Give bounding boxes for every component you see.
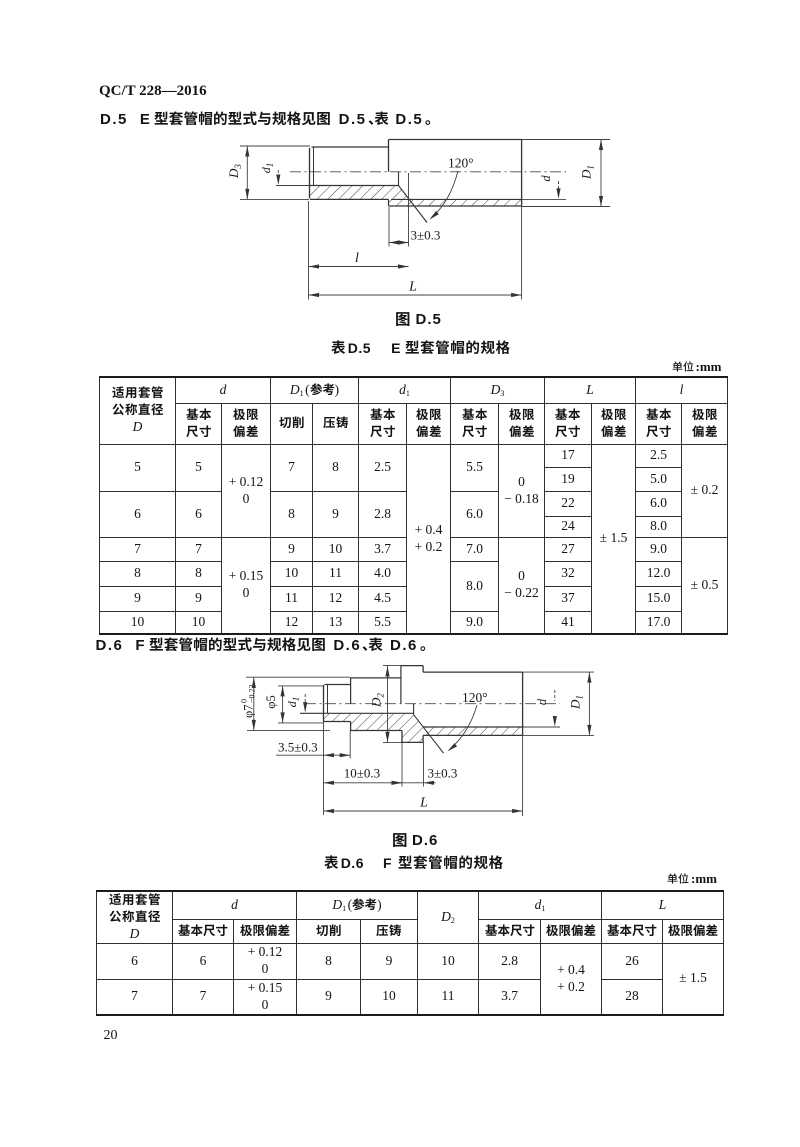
svg-text:D1: D1 bbox=[568, 695, 585, 710]
svg-text:120°: 120° bbox=[448, 156, 474, 171]
svg-text:10±0.3: 10±0.3 bbox=[344, 766, 380, 781]
svg-text:φ7: φ7 bbox=[242, 705, 256, 718]
svg-text:L: L bbox=[408, 280, 417, 295]
svg-text:120°: 120° bbox=[462, 690, 488, 705]
svg-text:3±0.3: 3±0.3 bbox=[428, 766, 458, 781]
svg-text:d: d bbox=[539, 175, 553, 182]
svg-text:0: 0 bbox=[240, 699, 249, 703]
svg-text:d1: d1 bbox=[259, 163, 275, 174]
svg-text:l: l bbox=[355, 251, 359, 266]
svg-text:φ5: φ5 bbox=[264, 695, 278, 708]
svg-text:D2: D2 bbox=[369, 693, 386, 708]
svg-text:D3: D3 bbox=[226, 164, 243, 179]
svg-text:D1: D1 bbox=[579, 165, 596, 180]
svg-text:L: L bbox=[419, 796, 428, 811]
svg-text:d1: d1 bbox=[285, 697, 301, 708]
svg-text:3.5±0.3: 3.5±0.3 bbox=[278, 740, 318, 755]
svg-text:−0.22: −0.22 bbox=[248, 684, 257, 703]
svg-text:3±0.3: 3±0.3 bbox=[411, 228, 441, 243]
svg-text:d: d bbox=[535, 698, 549, 705]
